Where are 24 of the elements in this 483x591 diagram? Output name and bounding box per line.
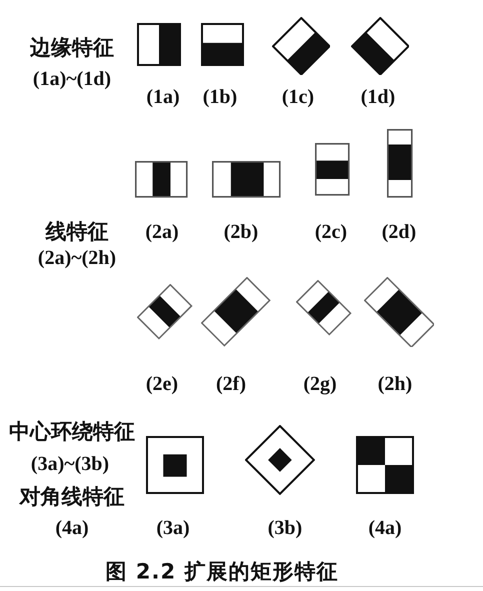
index-range-label: (2a)~(2h) — [38, 248, 116, 268]
panel-label: (2e) — [146, 374, 178, 394]
panel-label: (1d) — [360, 87, 396, 107]
panel-label: (1b) — [202, 87, 238, 107]
index-range-label: (4a) — [55, 518, 89, 538]
panel-label: (2d) — [382, 222, 416, 242]
index-range-label: (1a)~(1d) — [32, 69, 112, 89]
panel-label: (2b) — [224, 222, 258, 242]
panel-label: (2c) — [314, 222, 348, 242]
panel-label: (4a) — [368, 518, 402, 538]
category-label: 线特征 — [46, 222, 108, 242]
index-range-label: (3a)~(3b) — [30, 454, 110, 474]
panel-label: (1c) — [282, 87, 314, 107]
panel-label: (2f) — [216, 374, 246, 394]
category-label: 边缘特征 — [30, 38, 114, 58]
panel-label: (3b) — [268, 518, 302, 538]
panel-label: (2g) — [303, 374, 337, 394]
panel-label: (3a) — [156, 518, 190, 538]
panel-label: (2h) — [378, 374, 412, 394]
panel-label: (2a) — [145, 222, 179, 242]
category-label: 对角线特征 — [20, 486, 124, 508]
category-label: 中心环绕特征 — [9, 422, 135, 442]
figure-caption: 图 2.2 扩展的矩形特征 — [106, 562, 338, 582]
panel-label: (1a) — [146, 87, 180, 107]
